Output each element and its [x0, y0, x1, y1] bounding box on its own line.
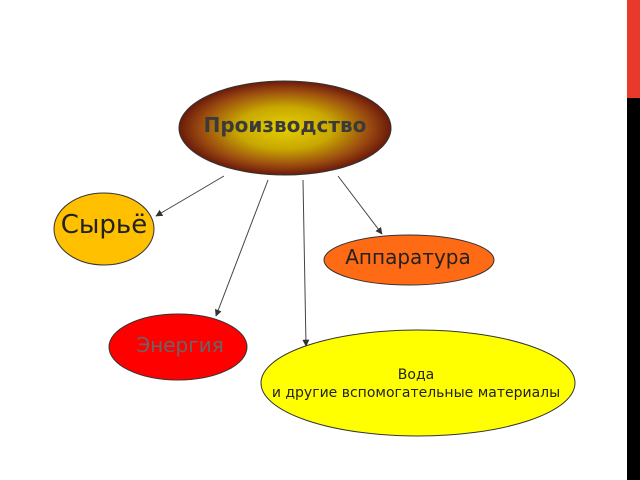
edge-bar-red [627, 0, 640, 98]
node-raw-label: Сырьё [60, 210, 148, 240]
node-water-label: Вода и другие вспомогательные материалы [226, 366, 606, 402]
node-energy [108, 313, 248, 381]
node-raw [53, 192, 155, 266]
edge-root-water [302, 179, 310, 347]
edge-root-equipment [337, 175, 383, 235]
edge-root-energy [214, 179, 269, 317]
node-root-label: Производство [203, 113, 367, 137]
node-equipment-label: Аппаратура [345, 245, 471, 269]
edge-bar-black [627, 98, 640, 480]
node-water [260, 329, 576, 437]
node-equipment [323, 234, 495, 286]
edge-root-raw [155, 175, 225, 217]
node-energy-label: Энергия [136, 333, 224, 357]
node-root [178, 80, 392, 176]
node-water-label-line1: Вода [397, 367, 435, 383]
node-water-label-line2: и другие вспомогательные материалы [271, 385, 561, 402]
